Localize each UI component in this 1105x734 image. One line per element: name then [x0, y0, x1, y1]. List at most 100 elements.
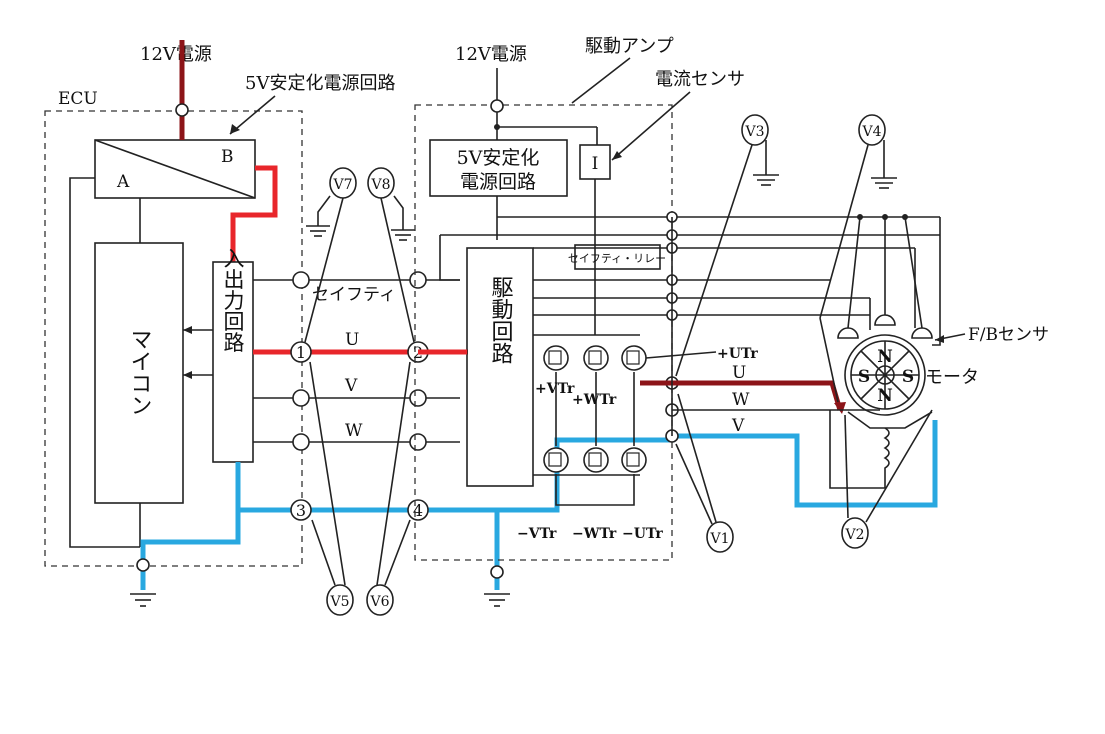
ecu-boundary	[44, 110, 303, 567]
u-line-label: U	[345, 330, 359, 350]
pos-utr-pointer	[645, 351, 717, 359]
winding-v	[885, 411, 933, 429]
red-5v-wire	[230, 165, 278, 262]
amp-ground-terminal	[490, 565, 504, 579]
pole-n-bottom: N	[877, 386, 893, 406]
meter-v1	[706, 521, 734, 553]
safety-relay-box	[574, 244, 661, 270]
v7-probe	[304, 197, 344, 343]
terminal-3	[290, 499, 312, 521]
winding-w	[883, 427, 890, 488]
meter-v6-label: V6	[369, 594, 389, 610]
drive-circuit-box	[466, 247, 534, 487]
regulator-5v-left-arrow	[230, 124, 240, 134]
regulator-5v-right-box	[429, 139, 568, 197]
neg-utr-label: −UTr	[622, 526, 663, 542]
io-arrow-head-1	[183, 326, 192, 334]
v3-probe	[675, 144, 753, 377]
io-box	[212, 261, 254, 463]
v4-ground-symbol	[871, 177, 897, 189]
connector-w-left	[292, 433, 310, 451]
v8-ground-lead	[393, 195, 404, 230]
motor-u-label: U	[732, 363, 746, 383]
drive-circuit-label: 駆動回路	[488, 276, 514, 364]
v5-probe-b	[309, 361, 346, 586]
power-12v-left-terminal	[175, 103, 189, 117]
connector-safety-right	[409, 271, 427, 289]
terminal-4-label: 4	[413, 501, 423, 520]
v5-probe-a	[311, 519, 336, 586]
meter-v2	[841, 517, 869, 549]
meter-v5-label: V5	[329, 594, 349, 610]
power-12v-right-terminal	[490, 99, 504, 113]
terminal-4	[407, 499, 429, 521]
winding-w-return	[829, 410, 885, 489]
v6-probe-a	[384, 519, 411, 586]
connector-w-right	[409, 433, 427, 451]
pos-wtr-label: +WTr	[572, 392, 617, 408]
terminal-1-label: 1	[296, 343, 306, 362]
darkred-u-arrow	[834, 402, 846, 414]
regulator-5v-left-pointer	[229, 95, 276, 135]
pole-s-left: S	[858, 367, 870, 387]
meter-v4	[858, 114, 886, 146]
pos-utr-label: +UTr	[717, 346, 758, 362]
v2-probe-a	[844, 414, 849, 519]
micon-box	[94, 242, 184, 504]
w-line-label: W	[345, 421, 363, 441]
fet-lower-ground	[555, 474, 635, 506]
block-b-label: B	[221, 147, 234, 167]
current-sensor-arrow	[612, 151, 622, 160]
io-label: 入出力回路	[221, 248, 245, 353]
pos-vtr-label: +VTr	[535, 381, 575, 397]
drive-amp-pointer	[571, 57, 631, 104]
neg-wtr-label: −WTr	[572, 526, 617, 542]
v8-ground-symbol	[391, 229, 415, 241]
current-sensor-box-label: I	[592, 154, 599, 174]
blue-motor-v	[672, 420, 938, 508]
meter-v1-label: V1	[709, 531, 729, 547]
connector-safety-left	[292, 271, 310, 289]
meter-v3	[741, 114, 769, 146]
fb-sensor-arrow	[935, 335, 944, 343]
micon-label: マイコン	[127, 328, 152, 416]
supply-node	[494, 124, 500, 130]
bus-line-2-drop	[439, 235, 460, 281]
terminal-3-label: 3	[296, 501, 306, 520]
ecu-ground-terminal	[136, 558, 150, 572]
v-line-label: V	[344, 376, 358, 396]
io-arrow-head-2	[183, 371, 192, 379]
winding-u	[847, 411, 885, 429]
neg-vtr-label: −VTr	[517, 526, 557, 542]
power-12v-left-label: 12V電源	[140, 44, 212, 65]
fet-upper-w	[583, 345, 609, 371]
current-sensor-pointer	[611, 91, 691, 161]
motor-assembly	[844, 334, 926, 416]
meter-v2-label: V2	[844, 527, 864, 543]
fb-sensors	[837, 216, 941, 346]
meter-v8-label: V8	[370, 177, 390, 193]
fet-lower-u	[621, 447, 647, 473]
block-a-label: A	[116, 172, 130, 192]
pole-n-top: N	[877, 347, 893, 367]
v7-ground-lead	[317, 195, 331, 226]
power-12v-right-label: 12V電源	[455, 44, 527, 65]
motor-v-label: V	[731, 416, 745, 436]
connector-v-left	[292, 389, 310, 407]
v1-probe-b	[675, 443, 713, 525]
amp-ground-symbol	[484, 593, 510, 607]
meter-v7-label: V7	[332, 177, 352, 193]
v7-ground-symbol	[306, 225, 330, 237]
safety-relay-label: セイフティ・リレー	[568, 252, 666, 265]
terminal-1	[290, 341, 312, 363]
fet-lower-v	[543, 447, 569, 473]
v4-probe	[819, 144, 869, 319]
safety-line-label: セイフティ	[312, 285, 396, 305]
regulator-diagonal	[94, 139, 256, 199]
fet-upper-v	[543, 345, 569, 371]
meter-v6	[366, 584, 394, 616]
v6-probe-b	[376, 361, 411, 586]
regulator-5v-left-label: 5V安定化電源回路	[245, 73, 395, 94]
v2-probe-b	[865, 409, 933, 523]
